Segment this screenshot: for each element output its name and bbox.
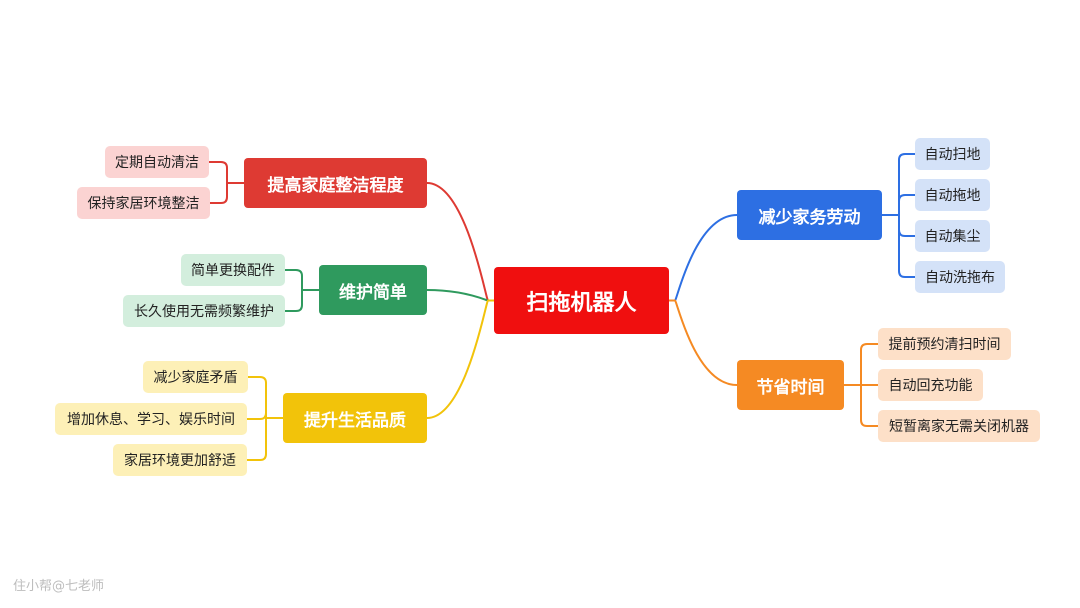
leaf-link (860, 385, 878, 427)
leaf-link (898, 215, 915, 237)
branch-label: 维护简单 (339, 282, 407, 303)
leaf-label: 自动回充功能 (888, 378, 973, 394)
root-branch-link (426, 299, 489, 419)
leaf-link (898, 153, 915, 215)
root-branch-link (674, 299, 738, 386)
leaf-node[interactable]: 自动拖地 (915, 179, 990, 211)
leaf-node[interactable]: 长久使用无需频繁维护 (123, 295, 285, 327)
leaf-node[interactable]: 简单更换配件 (181, 254, 285, 286)
leaf-link (210, 183, 228, 204)
leaf-link (860, 343, 878, 385)
branch-label: 提高家庭整洁程度 (267, 175, 404, 196)
leaf-link (898, 194, 915, 215)
leaf-node[interactable]: 短暂离家无需关闭机器 (878, 410, 1040, 442)
leaf-link (285, 290, 303, 312)
leaf-label: 增加休息、学习、娱乐时间 (67, 412, 235, 428)
leaf-label: 定期自动清洁 (115, 155, 199, 171)
leaf-node[interactable]: 定期自动清洁 (105, 146, 209, 178)
root-node[interactable]: 扫拖机器人 (494, 267, 669, 334)
leaf-link (898, 215, 915, 278)
leaf-label: 自动集尘 (924, 229, 981, 245)
leaf-node[interactable]: 减少家庭矛盾 (143, 361, 248, 393)
leaf-node[interactable]: 自动回充功能 (878, 369, 983, 401)
branch-node-save-time[interactable]: 节省时间 (737, 360, 844, 410)
leaf-label: 自动拖地 (924, 188, 981, 204)
leaf-node[interactable]: 自动扫地 (915, 138, 990, 170)
leaf-label: 短暂离家无需关闭机器 (889, 419, 1029, 435)
branch-node-quality-of-life[interactable]: 提升生活品质 (283, 393, 427, 443)
leaf-label: 减少家庭矛盾 (153, 370, 238, 386)
leaf-label: 简单更换配件 (191, 263, 275, 279)
branch-node-maintenance[interactable]: 维护简单 (319, 265, 427, 315)
leaf-label: 长久使用无需频繁维护 (134, 304, 274, 320)
root-label: 扫拖机器人 (526, 290, 637, 316)
leaf-node[interactable]: 家居环境更加舒适 (113, 444, 247, 476)
leaf-node[interactable]: 自动洗拖布 (915, 261, 1005, 293)
branch-label: 提升生活品质 (304, 410, 406, 431)
leaf-label: 保持家居环境整洁 (87, 196, 200, 212)
branch-label: 减少家务劳动 (758, 207, 861, 228)
root-branch-link (674, 214, 738, 302)
leaf-label: 家居环境更加舒适 (124, 453, 236, 469)
leaf-label: 自动洗拖布 (925, 270, 995, 286)
leaf-label: 提前预约清扫时间 (888, 337, 1001, 353)
leaf-node[interactable]: 增加休息、学习、娱乐时间 (55, 403, 247, 435)
leaf-link (285, 269, 303, 290)
leaf-link (209, 161, 228, 183)
branch-node-cleanliness[interactable]: 提高家庭整洁程度 (244, 158, 427, 208)
leaf-link (247, 412, 267, 420)
branch-label: 节省时间 (756, 377, 825, 398)
root-branch-link (426, 289, 489, 302)
leaf-node[interactable]: 自动集尘 (915, 220, 990, 252)
leaf-node[interactable]: 提前预约清扫时间 (878, 328, 1011, 360)
root-branch-link (426, 182, 489, 302)
leaf-node[interactable]: 保持家居环境整洁 (77, 187, 210, 219)
branch-node-less-housework[interactable]: 减少家务劳动 (737, 190, 882, 240)
leaf-label: 自动扫地 (924, 147, 981, 163)
leaf-link (248, 376, 267, 418)
watermark: 住小帮@七老师 (13, 579, 105, 594)
leaf-link (247, 418, 267, 461)
